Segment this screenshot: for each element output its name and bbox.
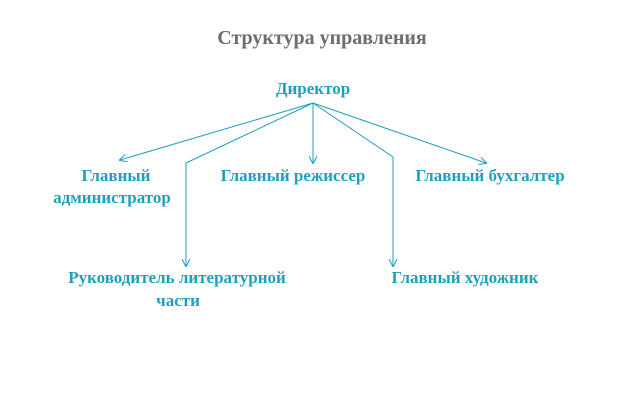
edge-director-to-chief-artist: [312, 102, 393, 266]
edge-director-to-chief-accountant: [312, 102, 486, 163]
node-chief-artist: Главный художник: [392, 268, 539, 287]
node-director: Директор: [276, 79, 350, 98]
edge-director-to-lit-head: [186, 102, 314, 266]
node-lit-head-line2: части: [156, 291, 200, 310]
node-chief-administrator-line1: Главный: [82, 166, 151, 185]
node-lit-head-line1: Руководитель литературной: [68, 268, 286, 287]
node-chief-accountant: Главный бухгалтер: [415, 166, 564, 185]
edge-director-to-chief-admin: [120, 102, 314, 160]
diagram-title: Структура управления: [217, 27, 427, 49]
edges: [120, 102, 486, 266]
node-chief-administrator-line2: администратор: [53, 188, 171, 207]
node-chief-director: Главный режиссер: [221, 166, 366, 185]
